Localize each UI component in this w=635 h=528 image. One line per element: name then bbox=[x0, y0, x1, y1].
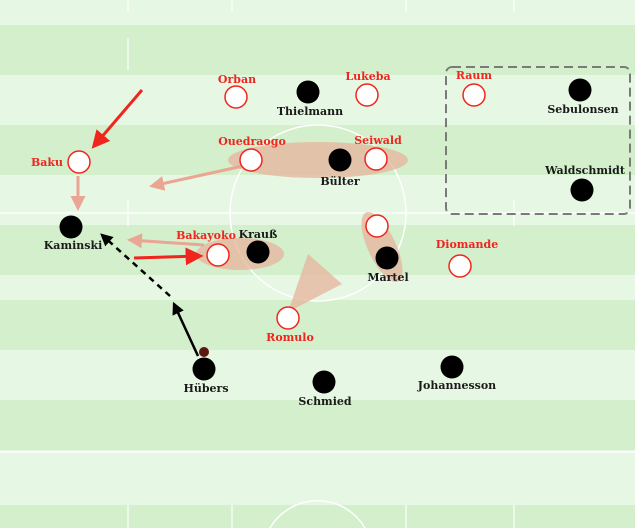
arrow-bakayoko-track bbox=[127, 233, 205, 249]
player-label-schmied: Schmied bbox=[298, 395, 351, 408]
ball bbox=[199, 347, 209, 357]
player-marker-hubers bbox=[192, 357, 216, 381]
player-marker-bulter bbox=[328, 148, 352, 172]
player-marker-waldschmidt bbox=[570, 178, 594, 202]
player-label-seiwald: Seiwald bbox=[354, 134, 402, 147]
player-marker-red-unlabeled bbox=[365, 214, 389, 238]
player-label-waldschmidt: Waldschmidt bbox=[544, 164, 626, 177]
player-marker-baku bbox=[67, 150, 91, 174]
player-marker-ouedraogo bbox=[239, 148, 263, 172]
player-label-orban: Orban bbox=[218, 73, 256, 86]
player-label-lukeba: Lukeba bbox=[345, 70, 390, 83]
black-arrows bbox=[100, 233, 200, 357]
player-label-johannesson: Johannesson bbox=[417, 379, 496, 392]
player-label-bulter: Bülter bbox=[320, 175, 360, 188]
player-label-kaminski: Kaminski bbox=[44, 239, 103, 252]
player-label-sebulonsen: Sebulonsen bbox=[547, 103, 618, 116]
arrow-ouedraogo-drop bbox=[149, 164, 244, 191]
player-marker-martel bbox=[375, 246, 399, 270]
pressing-zone-ouedraogo-seiwald bbox=[228, 142, 408, 178]
player-marker-johannesson bbox=[440, 355, 464, 379]
player-label-romulo: Romulo bbox=[266, 331, 314, 344]
player-marker-krauss bbox=[246, 240, 270, 264]
arrow-pass-option-kaminski bbox=[100, 233, 171, 297]
player-marker-seiwald bbox=[364, 147, 388, 171]
player-marker-bakayoko bbox=[206, 243, 230, 267]
arrow-hubers-run bbox=[172, 301, 200, 357]
red-arrows bbox=[91, 89, 204, 266]
center-circle bbox=[229, 124, 407, 302]
player-label-hubers: Hübers bbox=[183, 382, 228, 395]
player-label-ouedraogo: Ouedraogo bbox=[218, 135, 286, 148]
player-label-raum: Raum bbox=[456, 69, 493, 82]
player-marker-lukeba bbox=[355, 83, 379, 107]
player-marker-diomande bbox=[448, 254, 472, 278]
player-marker-sebulonsen bbox=[568, 78, 592, 102]
player-marker-raum bbox=[462, 83, 486, 107]
pressing-triangle bbox=[288, 254, 342, 312]
player-marker-thielmann bbox=[296, 80, 320, 104]
player-marker-schmied bbox=[312, 370, 336, 394]
player-marker-romulo bbox=[276, 306, 300, 330]
lower-circle-arc bbox=[269, 500, 366, 528]
player-label-thielmann: Thielmann bbox=[277, 105, 343, 118]
dashed-zone-box bbox=[445, 66, 631, 215]
player-label-martel: Martel bbox=[367, 271, 408, 284]
player-label-baku: Baku bbox=[31, 156, 63, 169]
player-marker-kaminski bbox=[59, 215, 83, 239]
player-label-bakayoko: Bakayoko bbox=[176, 229, 236, 242]
player-label-krauss: Krauß bbox=[239, 228, 278, 241]
pink-arrows bbox=[70, 164, 244, 249]
player-marker-orban bbox=[224, 85, 248, 109]
player-label-diomande: Diomande bbox=[436, 238, 499, 251]
arrow-baku-press bbox=[91, 89, 144, 149]
arrow-bakayoko-press bbox=[133, 247, 204, 266]
